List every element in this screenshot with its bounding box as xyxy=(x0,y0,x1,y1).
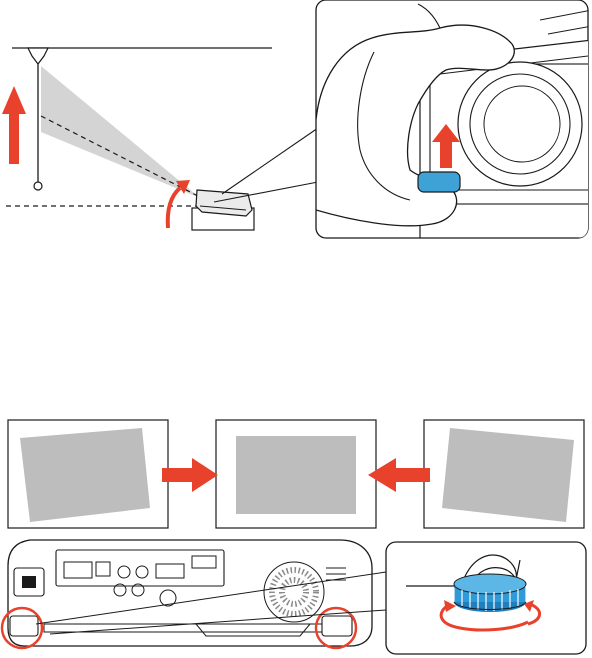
rear-foot-right xyxy=(322,616,352,636)
screen-pull xyxy=(34,182,42,190)
speaker-grille-icon xyxy=(264,562,324,622)
left-arrow-icon xyxy=(368,458,430,492)
foot-dial-icon xyxy=(454,574,526,612)
base-rail xyxy=(44,624,334,632)
lens-icon xyxy=(458,62,582,186)
right-arrow-icon xyxy=(162,458,218,492)
projection-beam xyxy=(41,66,200,198)
release-lever xyxy=(418,172,460,192)
rear-foot-left xyxy=(10,616,38,636)
screen-mount xyxy=(28,48,48,64)
rear-foot-adjustment xyxy=(2,540,586,654)
projector-small-icon xyxy=(196,190,252,216)
tilted-image-left xyxy=(20,428,150,522)
tilted-image-right xyxy=(442,428,574,522)
callout-line xyxy=(222,128,318,194)
tilt-arrow-icon xyxy=(168,180,190,228)
image-keystone-correction xyxy=(8,420,584,528)
level-image xyxy=(236,436,356,514)
up-arrow-icon xyxy=(2,86,26,164)
projector-height-diagram xyxy=(2,48,318,230)
foot-release-lever-inset xyxy=(316,0,592,238)
